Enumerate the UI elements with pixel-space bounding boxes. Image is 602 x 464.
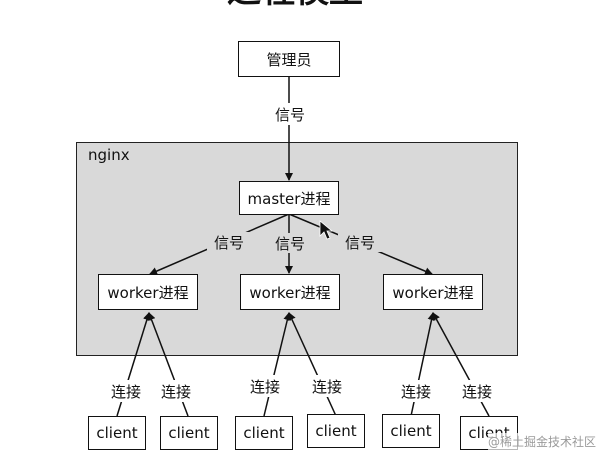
signal-label-admin: 信号 <box>268 103 312 125</box>
watermark: @稀土掘金技术社区 <box>487 433 596 450</box>
master-process-box: master进程 <box>239 181 339 215</box>
worker-process-box-3: worker进程 <box>383 274 483 310</box>
connect-label-3: 连接 <box>243 375 287 397</box>
admin-box: 管理员 <box>238 41 340 77</box>
nginx-label: nginx <box>88 146 130 164</box>
client-box-1: client <box>88 416 146 450</box>
mouse-cursor-icon <box>319 220 334 240</box>
signal-label-left: 信号 <box>207 232 251 252</box>
worker-process-box-2: worker进程 <box>240 274 340 310</box>
client-box-4: client <box>307 414 365 448</box>
page-title: 进程模型 <box>170 0 420 8</box>
signal-label-center: 信号 <box>268 233 312 253</box>
client-box-5: client <box>382 414 440 448</box>
connect-label-6: 连接 <box>455 380 499 402</box>
connect-label-1: 连接 <box>104 380 148 402</box>
signal-label-right: 信号 <box>338 232 382 252</box>
client-3-to-worker-2-arrow <box>263 312 292 417</box>
worker-process-box-1: worker进程 <box>98 274 198 310</box>
connect-label-4: 连接 <box>305 375 349 397</box>
client-box-2: client <box>160 416 218 450</box>
connect-label-5: 连接 <box>394 380 438 402</box>
client-4-to-worker-2-arrow <box>288 312 337 417</box>
connect-label-2: 连接 <box>154 380 198 402</box>
client-box-3: client <box>235 416 293 450</box>
